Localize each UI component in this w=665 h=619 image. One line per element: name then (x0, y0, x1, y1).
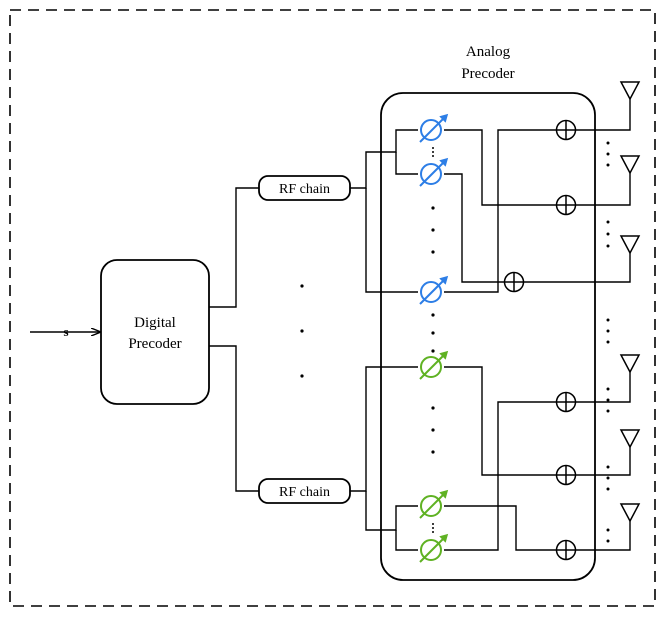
rf-ellipsis-dot (300, 374, 304, 378)
analog-precoder-label-line2: Precoder (461, 66, 514, 82)
input-signal-label: s (63, 324, 68, 339)
adder-icon (555, 119, 577, 141)
analog-precoder-label-line1: Analog (466, 44, 511, 60)
phase-shifter-icon (419, 275, 449, 305)
rf-ellipsis-dot (300, 329, 304, 333)
rf-ellipsis-dot (300, 284, 304, 288)
phase-shifter-icon (419, 157, 449, 187)
adder-group (503, 119, 577, 561)
phase-shifter-group-2 (419, 350, 449, 563)
digital-precoder-label-line2: Precoder (128, 336, 181, 352)
wire-dp-to-rf-bottom (209, 345, 259, 492)
outer-dashed-frame (9, 9, 656, 607)
adder-icon (555, 391, 577, 413)
digital-precoder-block (100, 259, 210, 405)
adder-icon (503, 271, 525, 293)
fanout-top (350, 129, 418, 293)
rf-chain-top-label: RF chain (279, 182, 330, 197)
phase-shifter-icon (419, 113, 449, 143)
phase-shifter-group-1 (419, 113, 449, 305)
analog-precoder-frame (380, 92, 596, 581)
phase-shifter-icon (419, 350, 449, 380)
wire-dp-to-rf-top (209, 187, 259, 308)
adder-icon (555, 194, 577, 216)
digital-precoder-label-line1: Digital (134, 315, 176, 331)
antenna-group (619, 81, 641, 523)
phase-shifter-ellipsis (431, 147, 435, 533)
antenna-icon (619, 155, 641, 175)
antenna-icon (619, 81, 641, 101)
fanout-bottom (350, 366, 418, 551)
adder-icon (555, 464, 577, 486)
wires-adders-to-antennas (524, 97, 631, 551)
phase-shifter-icon (419, 489, 449, 519)
antenna-icon (619, 429, 641, 449)
phase-shifter-icon (419, 533, 449, 563)
antenna-ellipsis (606, 141, 610, 543)
antenna-icon (619, 503, 641, 523)
antenna-icon (619, 235, 641, 255)
rf-chain-bottom-label: RF chain (279, 485, 330, 500)
wires-shifters-to-adders (444, 129, 556, 551)
antenna-icon (619, 354, 641, 374)
adder-icon (555, 539, 577, 561)
